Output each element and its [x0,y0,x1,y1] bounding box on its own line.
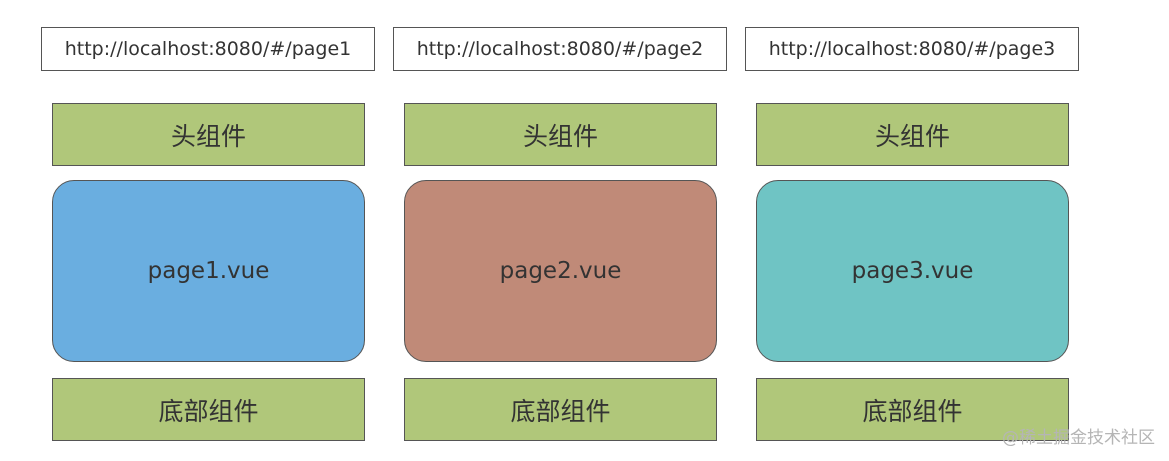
page-view-page1: page1.vue [52,180,365,362]
header-component-page1: 头组件 [52,103,365,166]
column-page1: http://localhost:8080/#/page1 头组件 page1.… [41,0,381,461]
url-bar-page2: http://localhost:8080/#/page2 [393,27,727,71]
url-bar-page1: http://localhost:8080/#/page1 [41,27,375,71]
header-component-page3: 头组件 [756,103,1069,166]
url-bar-page3: http://localhost:8080/#/page3 [745,27,1079,71]
header-component-page2: 头组件 [404,103,717,166]
footer-component-page1: 底部组件 [52,378,365,441]
watermark: @稀土掘金技术社区 [1002,428,1155,448]
page-view-page3: page3.vue [756,180,1069,362]
column-page2: http://localhost:8080/#/page2 头组件 page2.… [393,0,733,461]
footer-component-page3: 底部组件 [756,378,1069,441]
page-view-page2: page2.vue [404,180,717,362]
footer-component-page2: 底部组件 [404,378,717,441]
column-page3: http://localhost:8080/#/page3 头组件 page3.… [745,0,1085,461]
